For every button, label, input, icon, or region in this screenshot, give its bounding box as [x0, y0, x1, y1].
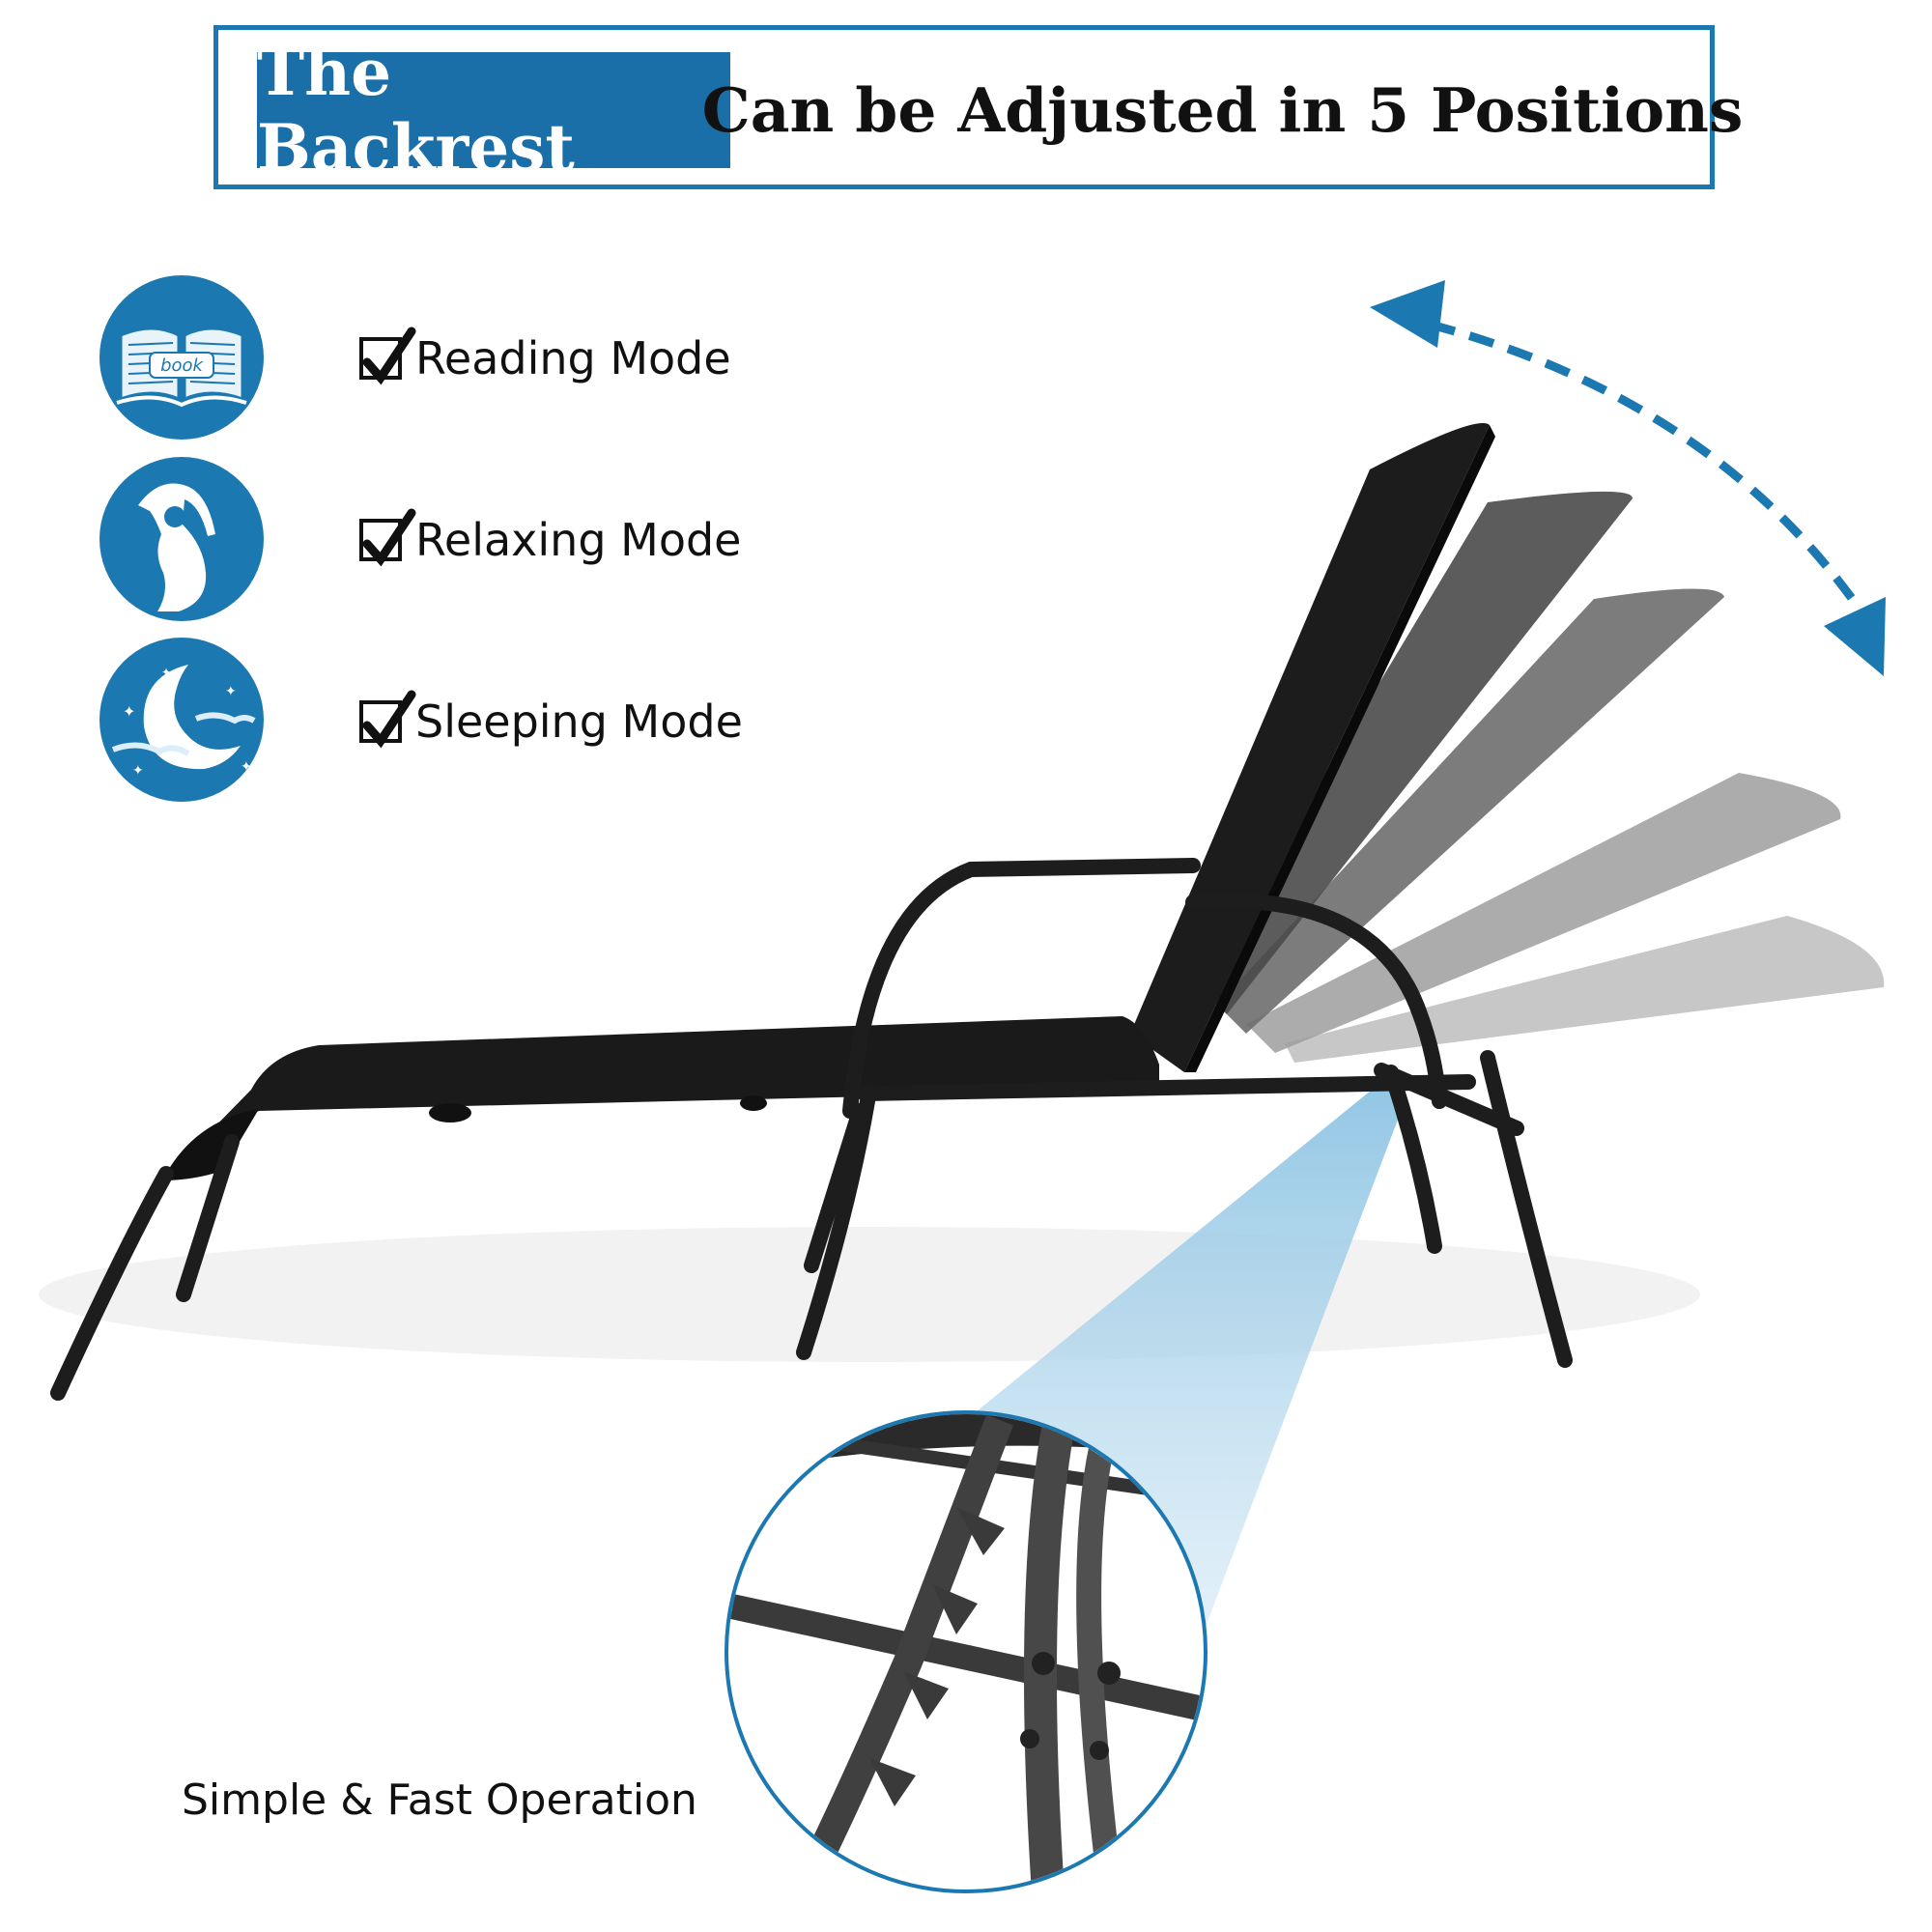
arrow-head-down — [1824, 597, 1886, 676]
mode-relaxing: Relaxing Mode — [359, 506, 741, 574]
front-leg-right — [176, 1134, 240, 1302]
checkmark-icon — [359, 508, 416, 567]
mode-label-relaxing: Relaxing Mode — [415, 514, 742, 566]
back-leg-3 — [1480, 1050, 1573, 1368]
backrest-position-5 — [1285, 916, 1885, 1063]
backrest-position-4 — [1246, 773, 1841, 1053]
banner-title: Can be Adjusted in 5 Positions — [701, 74, 1744, 146]
checkmark-icon — [359, 690, 416, 749]
svg-text:✦: ✦ — [161, 666, 171, 679]
front-leg-left — [50, 1166, 174, 1401]
mode-label-reading: Reading Mode — [415, 332, 731, 384]
side-rail — [857, 1074, 1476, 1101]
svg-text:✦: ✦ — [132, 763, 144, 779]
seat — [162, 1016, 1159, 1180]
adjust-arrow — [1390, 310, 1873, 626]
caption-text: Simple & Fast Operation — [182, 1776, 697, 1825]
mode-sleeping: Sleeping Mode — [359, 688, 743, 755]
checkmark-icon — [359, 327, 416, 385]
back-leg-2 — [1383, 1065, 1442, 1254]
backrest-main — [1130, 422, 1490, 1072]
floor-shadow — [39, 1227, 1700, 1362]
svg-text:✦: ✦ — [123, 702, 135, 721]
mode-reading: Reading Mode — [359, 325, 731, 392]
arrow-head-up — [1370, 280, 1445, 348]
title-banner: The Backrest Can be Adjusted in 5 Positi… — [213, 25, 1744, 189]
armrest-left — [842, 858, 1201, 1119]
mode-label-sleeping: Sleeping Mode — [415, 696, 743, 748]
book-icon: book — [99, 275, 264, 440]
backrest-position-2 — [1198, 491, 1633, 1014]
stretching-person-icon — [99, 457, 264, 621]
svg-text:✦: ✦ — [225, 684, 237, 699]
book-icon-text: book — [160, 355, 204, 376]
moon-stars-icon: ✦ ✦ ✦ ✦ ✦ — [99, 638, 264, 802]
armrest-right — [1185, 893, 1447, 1109]
